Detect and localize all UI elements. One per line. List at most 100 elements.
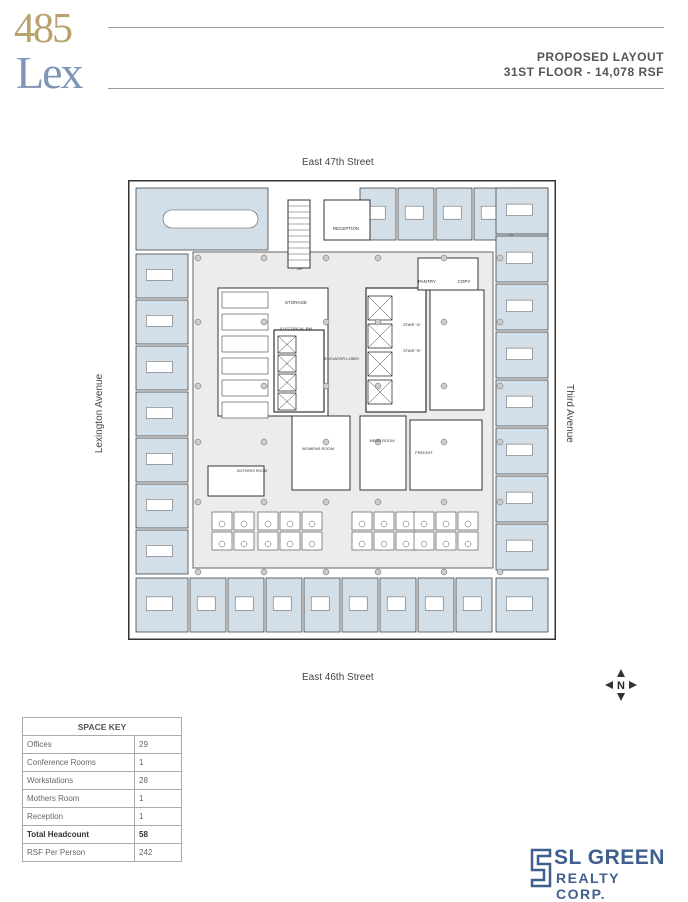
column <box>194 318 202 326</box>
freight-room <box>409 419 483 491</box>
column <box>440 498 448 506</box>
workstation-chair <box>420 540 428 548</box>
column <box>440 382 448 390</box>
column <box>374 498 382 506</box>
elevator-lobby-label: ELEVATOR LOBBY <box>324 356 359 361</box>
key-value: 28 <box>134 771 182 790</box>
interior-desk <box>221 379 269 397</box>
interior-desk <box>221 291 269 309</box>
womens-room-label: WOMENS ROOM <box>302 446 334 451</box>
key-value: 242 <box>134 843 182 862</box>
workstation-chair <box>442 520 450 528</box>
reception-label: RECEPTION <box>333 226 359 231</box>
mens-room <box>359 415 407 491</box>
south-street-label: East 46th Street <box>302 672 374 683</box>
column <box>322 318 330 326</box>
column <box>260 382 268 390</box>
workstation-chair <box>308 520 316 528</box>
conference-table <box>162 209 259 229</box>
layout-title: PROPOSED LAYOUT <box>536 50 664 64</box>
key-value: 1 <box>134 789 182 808</box>
column <box>322 568 330 576</box>
elevator-cross <box>277 373 297 392</box>
column <box>194 498 202 506</box>
office-desk <box>424 596 444 611</box>
key-label: RSF Per Person <box>22 843 135 862</box>
building-logo: 485 Lex <box>14 8 94 96</box>
office-desk <box>146 596 173 611</box>
column <box>496 382 504 390</box>
stair-b-label: STAIR "B" <box>403 348 422 353</box>
column <box>374 318 382 326</box>
workstation-chair <box>464 520 472 528</box>
column <box>440 318 448 326</box>
column <box>440 438 448 446</box>
column <box>322 438 330 446</box>
workstation-chair <box>464 540 472 548</box>
office-room <box>135 529 189 575</box>
elevator-car <box>277 335 297 354</box>
reception-area <box>323 199 371 241</box>
column <box>374 438 382 446</box>
office-desk <box>146 407 173 419</box>
column <box>496 438 504 446</box>
office-desk <box>506 299 533 312</box>
column <box>496 498 504 506</box>
workstation-chair <box>308 540 316 548</box>
logo-word: Lex <box>16 47 84 98</box>
office-desk <box>146 545 173 557</box>
floor-plan-drawing <box>128 180 556 640</box>
office-desk <box>506 251 533 264</box>
column <box>322 254 330 262</box>
elevator-cross <box>367 323 393 349</box>
column <box>440 254 448 262</box>
office-desk <box>506 443 533 456</box>
stair-core <box>429 289 485 411</box>
workstation-chair <box>420 520 428 528</box>
pantry-label: PANTRY <box>418 279 436 284</box>
column <box>440 568 448 576</box>
storage-label: STORAGE <box>285 300 307 305</box>
pantry-copy <box>417 257 479 291</box>
key-label: Workstations <box>22 771 135 790</box>
office-desk <box>506 203 533 216</box>
stair-up <box>287 199 311 269</box>
stair-up-label: UP <box>297 266 303 271</box>
office-desk <box>506 491 533 504</box>
womens-room <box>291 415 351 491</box>
west-avenue-label: Lexington Avenue <box>94 373 106 454</box>
elevator-bank-right <box>365 287 427 413</box>
column <box>194 438 202 446</box>
office-desk <box>404 205 424 220</box>
workstation-chair <box>218 540 226 548</box>
office-desk <box>506 539 533 552</box>
workstation-chair <box>286 520 294 528</box>
workstation-chair <box>240 540 248 548</box>
column <box>374 568 382 576</box>
sl-green-logo: SL GREEN REALTY CORP. <box>530 846 674 902</box>
total-headcount-label: Total Headcount <box>22 825 135 844</box>
office-desk <box>310 596 330 611</box>
electrical-room-label: ELECTRICAL RM <box>280 326 312 331</box>
workstation-clusters <box>211 291 479 551</box>
elevator-bank-left <box>273 329 325 413</box>
workstation-chair <box>380 520 388 528</box>
office-desk <box>506 395 533 408</box>
column <box>194 568 202 576</box>
interior-desk <box>221 335 269 353</box>
workstation-chair <box>264 540 272 548</box>
compass-letter: N <box>617 680 625 692</box>
workstation-chair <box>358 540 366 548</box>
logo-number: 485 <box>14 6 73 52</box>
elevator-car <box>367 379 393 405</box>
workstation-chair <box>240 520 248 528</box>
perimeter-offices <box>135 187 549 633</box>
office-desk <box>462 596 482 611</box>
elevator-cross <box>367 351 393 377</box>
column <box>260 318 268 326</box>
column <box>260 498 268 506</box>
workstation-chair <box>218 520 226 528</box>
freight-label: FREIGHT <box>415 450 433 455</box>
workstation-chair <box>286 540 294 548</box>
